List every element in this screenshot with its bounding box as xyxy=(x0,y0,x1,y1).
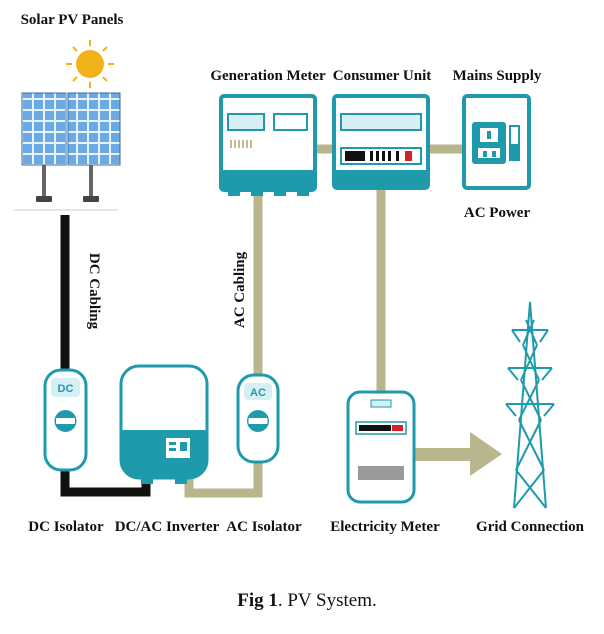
electricity-meter xyxy=(346,390,416,504)
label-dc-isolator: DC Isolator xyxy=(28,519,104,535)
ac-isolator-tag: AC xyxy=(250,387,266,399)
label-ac-cabling: AC Cabling xyxy=(232,251,248,328)
transmission-tower-icon xyxy=(505,301,555,509)
sun-icon xyxy=(66,40,114,88)
label-consumer-unit: Consumer Unit xyxy=(333,68,431,84)
grid-arrow xyxy=(413,432,502,476)
panel-stands xyxy=(14,165,118,211)
generation-meter xyxy=(219,94,317,196)
dc-cabling xyxy=(60,215,151,497)
label-dc-cabling: DC Cabling xyxy=(86,253,102,330)
figure-caption: Fig 1. PV System. xyxy=(237,590,377,611)
label-dc-ac-inverter: DC/AC Inverter xyxy=(115,519,220,535)
caption-text: . PV System. xyxy=(278,590,377,611)
label-generation-meter: Generation Meter xyxy=(210,68,326,84)
caption-prefix: Fig 1 xyxy=(237,590,278,611)
solar-panel-right xyxy=(67,92,121,166)
mains-switch xyxy=(509,125,520,161)
sun-disk xyxy=(76,50,104,78)
label-mains-supply: Mains Supply xyxy=(453,68,542,84)
socket-icon xyxy=(472,122,506,164)
label-ac-isolator: AC Isolator xyxy=(226,519,302,535)
solar-panel-left xyxy=(21,92,67,166)
ac-isolator: AC xyxy=(236,373,280,464)
ac-cabling xyxy=(184,144,464,498)
consumer-unit xyxy=(332,94,430,190)
label-solar-pv-panels: Solar PV Panels xyxy=(21,12,124,28)
dc-ac-inverter xyxy=(119,364,209,484)
solar-pv-panels xyxy=(14,40,121,211)
label-ac-power: AC Power xyxy=(464,205,531,221)
label-electricity-meter: Electricity Meter xyxy=(330,519,440,535)
mains-supply xyxy=(462,94,531,190)
dc-isolator: DC xyxy=(43,368,88,472)
label-grid-connection: Grid Connection xyxy=(476,519,585,535)
dc-isolator-tag: DC xyxy=(58,383,74,395)
